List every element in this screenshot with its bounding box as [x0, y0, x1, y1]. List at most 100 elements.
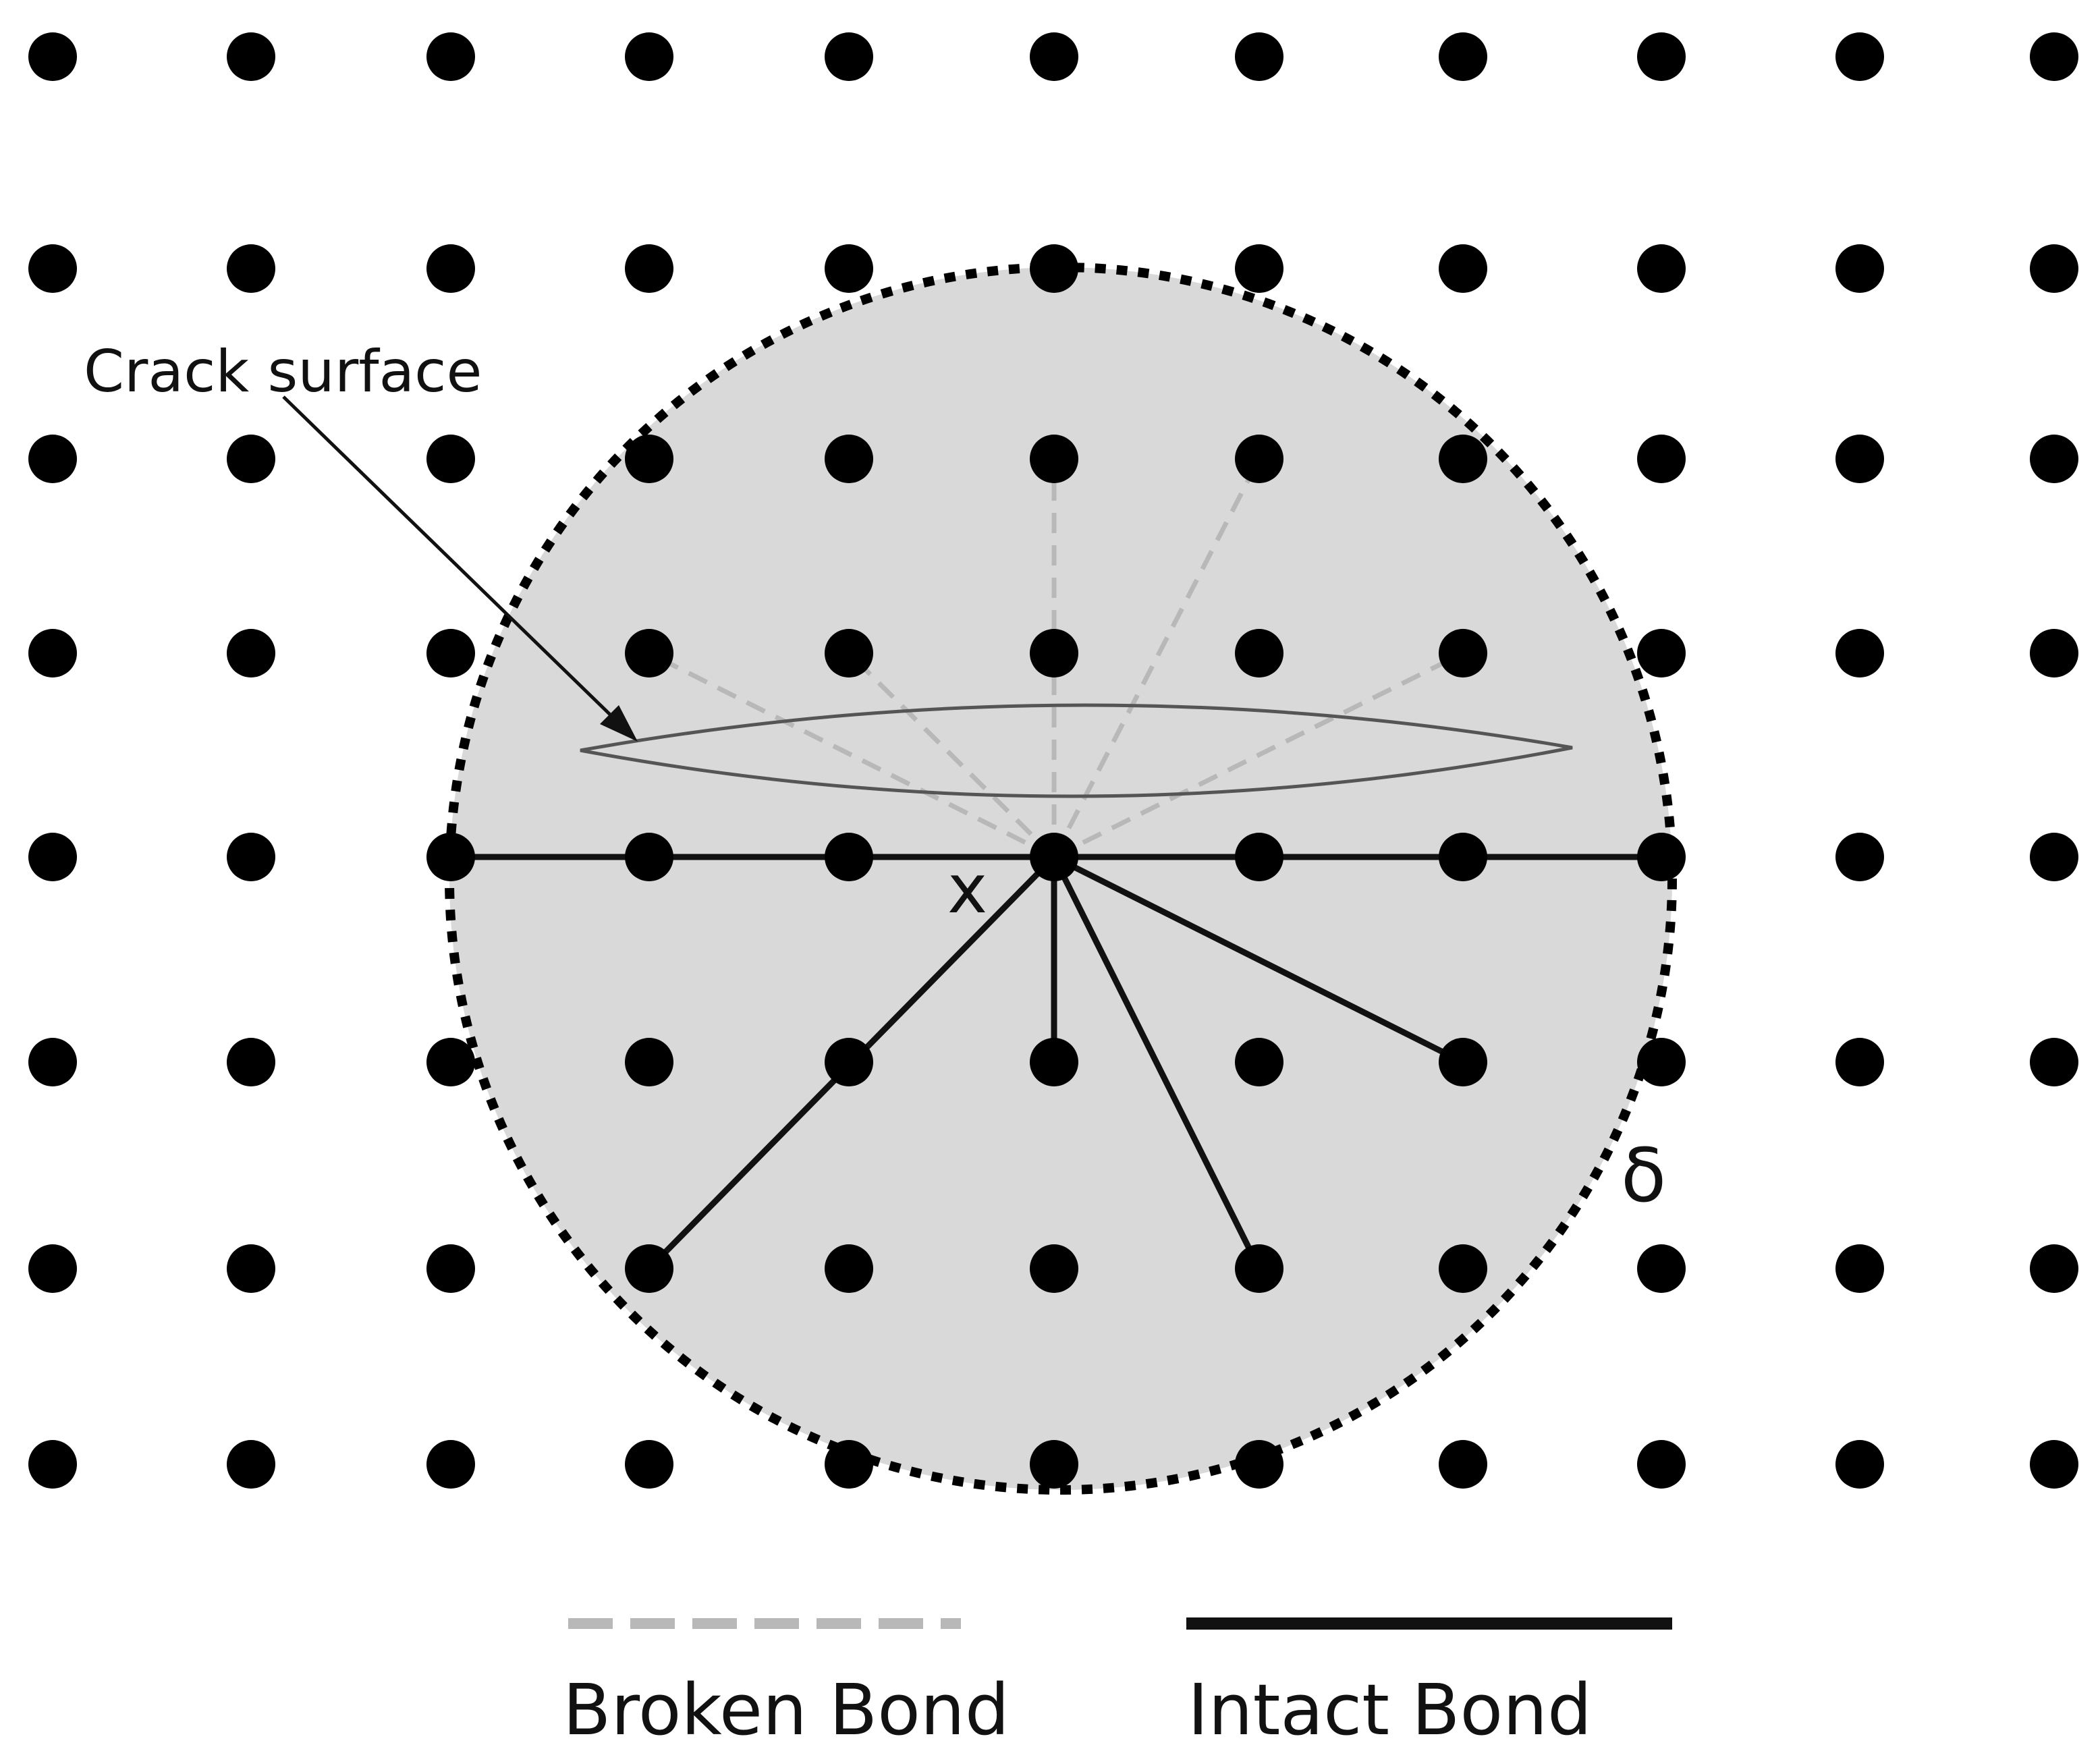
material-point	[2030, 435, 2078, 483]
material-point	[28, 833, 77, 881]
material-point	[1030, 1244, 1078, 1293]
crack-surface	[580, 703, 1573, 798]
material-point	[825, 1038, 873, 1086]
material-point	[1439, 833, 1487, 881]
material-point	[1030, 1038, 1078, 1086]
material-point	[625, 1038, 673, 1086]
material-point	[1439, 244, 1487, 293]
material-point	[1235, 32, 1283, 81]
material-point	[426, 435, 475, 483]
material-point	[825, 244, 873, 293]
material-point	[1835, 1038, 1884, 1086]
material-point	[1835, 629, 1884, 677]
material-point	[227, 1440, 275, 1489]
material-point	[1030, 1440, 1078, 1489]
material-point	[28, 1038, 77, 1086]
material-point	[1030, 629, 1078, 677]
material-point	[1637, 435, 1686, 483]
broken-bond	[648, 650, 1055, 860]
material-point	[2030, 1244, 2078, 1293]
broken-bond	[1051, 458, 1262, 858]
material-point	[825, 1244, 873, 1293]
material-point	[1235, 629, 1283, 677]
material-points	[28, 32, 2078, 1489]
material-point	[227, 1038, 275, 1086]
material-point	[825, 833, 873, 881]
material-point	[28, 629, 77, 677]
material-point	[625, 1244, 673, 1293]
material-point	[1835, 435, 1884, 483]
material-point	[1235, 244, 1283, 293]
intact-bond	[1052, 854, 1465, 1065]
material-point	[1637, 1244, 1686, 1293]
material-point	[227, 32, 275, 81]
material-point	[1235, 1244, 1283, 1293]
material-point	[227, 833, 275, 881]
material-point	[1235, 833, 1283, 881]
horizon-delta-label: δ	[1621, 1132, 1666, 1219]
material-point	[1030, 32, 1078, 81]
center-point-x	[1030, 833, 1078, 881]
material-point	[426, 1038, 475, 1086]
material-point	[1030, 435, 1078, 483]
material-point	[625, 244, 673, 293]
material-point	[1439, 1038, 1487, 1086]
material-point	[28, 435, 77, 483]
material-point	[426, 32, 475, 81]
material-point	[28, 244, 77, 293]
material-point	[2030, 1038, 2078, 1086]
legend: Broken Bond Intact Bond	[563, 1617, 1672, 1745]
material-point	[2030, 1440, 2078, 1489]
material-point	[1439, 1244, 1487, 1293]
material-point	[1637, 244, 1686, 293]
material-point	[1637, 833, 1686, 881]
material-point	[227, 1244, 275, 1293]
legend-broken-label: Broken Bond	[563, 1669, 1010, 1745]
material-point	[426, 1440, 475, 1489]
material-point	[28, 32, 77, 81]
material-point	[1439, 1440, 1487, 1489]
material-point	[28, 1244, 77, 1293]
material-point	[1835, 32, 1884, 81]
material-point	[825, 1440, 873, 1489]
material-point	[625, 32, 673, 81]
material-point	[227, 435, 275, 483]
material-point	[1637, 629, 1686, 677]
material-point	[825, 629, 873, 677]
material-point	[227, 629, 275, 677]
material-point	[28, 1440, 77, 1489]
crack-surface-arrow	[282, 395, 638, 742]
material-point	[1637, 1038, 1686, 1086]
material-point	[825, 32, 873, 81]
material-point	[825, 435, 873, 483]
material-point	[1439, 32, 1487, 81]
material-point	[1235, 435, 1283, 483]
material-point	[426, 244, 475, 293]
material-point	[1439, 629, 1487, 677]
intact-bond	[1051, 855, 1263, 1271]
material-point	[426, 833, 475, 881]
crack-surface-label: Crack surface	[84, 338, 482, 406]
material-point	[227, 244, 275, 293]
material-point	[1030, 244, 1078, 293]
material-point	[2030, 629, 2078, 677]
material-point	[1235, 1440, 1283, 1489]
material-point	[625, 629, 673, 677]
legend-intact-label: Intact Bond	[1188, 1669, 1592, 1745]
material-point	[1235, 1038, 1283, 1086]
material-point	[1637, 32, 1686, 81]
broken-bond	[1053, 650, 1464, 860]
material-point	[1835, 833, 1884, 881]
point-x-label: x	[947, 850, 987, 929]
material-point	[426, 1244, 475, 1293]
broken-bond	[847, 651, 1056, 859]
material-point	[2030, 833, 2078, 881]
material-point	[1835, 1440, 1884, 1489]
material-point	[426, 629, 475, 677]
material-point	[1835, 244, 1884, 293]
material-point	[1835, 1244, 1884, 1293]
material-point	[625, 1440, 673, 1489]
material-point	[2030, 244, 2078, 293]
material-point	[1439, 435, 1487, 483]
